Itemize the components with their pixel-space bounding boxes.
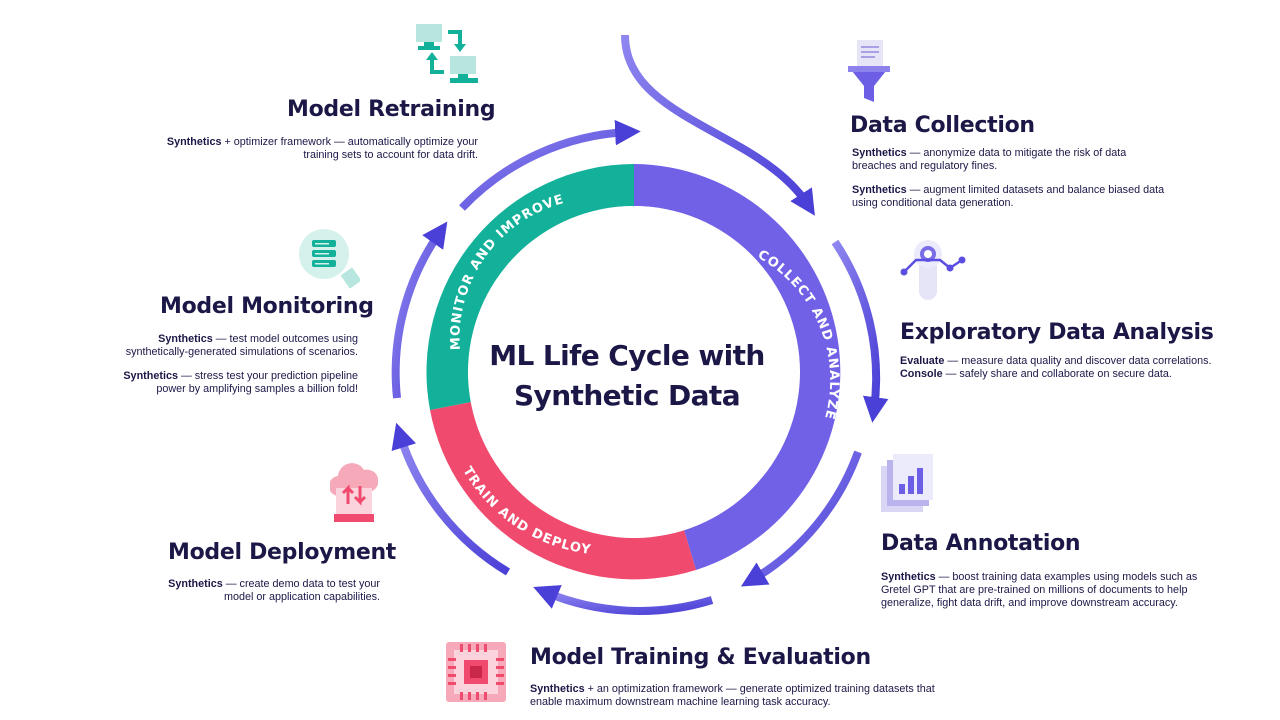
computer-sync-icon <box>416 24 478 83</box>
stage-desc-annotation: Synthetics — boost training data example… <box>881 571 1221 621</box>
stage-item: Synthetics — augment limited datasets an… <box>852 184 1165 209</box>
arrow-eda-to-annotation <box>740 450 862 587</box>
ring-segment-collect <box>634 164 841 570</box>
stage-title-deployment: Model Deployment <box>168 540 397 565</box>
stage-item: Synthetics + an optimization framework —… <box>530 683 935 708</box>
center-title-line-2: Synthetic Data <box>513 379 741 412</box>
arrow-collection-to-eda <box>831 239 889 423</box>
stage-desc-deployment: Synthetics — create demo data to test yo… <box>150 578 380 615</box>
stage-desc-monitoring: Synthetics — test model outcomes using s… <box>100 333 358 407</box>
center-title-line-1: ML Life Cycle with <box>489 339 765 372</box>
phase-ring <box>426 164 841 580</box>
cycle-arrows <box>391 34 889 615</box>
stage-desc-retraining: Synthetics + optimizer framework — autom… <box>150 136 478 173</box>
ring-segment-monitor <box>426 164 634 410</box>
stage-desc-eda: Evaluate — measure data quality and disc… <box>900 355 1240 381</box>
bar-chart-report-icon <box>881 454 933 512</box>
stage-item: Evaluate — measure data quality and disc… <box>900 355 1212 367</box>
arrow-training-to-deployment <box>391 422 511 576</box>
database-magnifier-icon <box>299 229 360 289</box>
stage-title-training: Model Training & Evaluation <box>530 645 871 670</box>
stage-title-eda: Exploratory Data Analysis <box>900 320 1214 345</box>
center-title: ML Life Cycle with Synthetic Data <box>470 336 784 416</box>
cloud-upload-icon <box>330 463 378 522</box>
stage-desc-training: Synthetics + an optimization framework —… <box>530 683 950 709</box>
microchip-icon <box>446 642 506 702</box>
stage-item: Synthetics + optimizer framework — autom… <box>166 136 478 161</box>
stage-item: Synthetics — create demo data to test yo… <box>168 578 380 603</box>
arrow-monitoring-to-retraining <box>459 119 641 211</box>
stage-item: Synthetics — boost training data example… <box>881 571 1198 609</box>
funnel-document-icon <box>848 40 890 102</box>
stage-title-annotation: Data Annotation <box>881 531 1081 556</box>
arrow-entry-to-collection <box>621 34 815 216</box>
stage-title-retraining: Model Retraining <box>287 97 496 122</box>
data-analysis-icon <box>900 240 966 300</box>
stage-item: Synthetics — test model outcomes using s… <box>125 333 358 358</box>
stage-item: Synthetics — anonymize data to mitigate … <box>852 147 1127 172</box>
stage-title-data-collection: Data Collection <box>850 113 1035 138</box>
stage-title-monitoring: Model Monitoring <box>160 294 374 319</box>
arrow-annotation-to-training <box>533 585 714 615</box>
arrow-deployment-to-monitoring <box>391 221 448 399</box>
ring-segment-train <box>430 402 696 580</box>
stage-item: Synthetics — stress test your prediction… <box>123 370 358 395</box>
stage-item: Console — safely share and collaborate o… <box>900 368 1172 380</box>
stage-desc-data-collection: Synthetics — anonymize data to mitigate … <box>852 147 1192 221</box>
